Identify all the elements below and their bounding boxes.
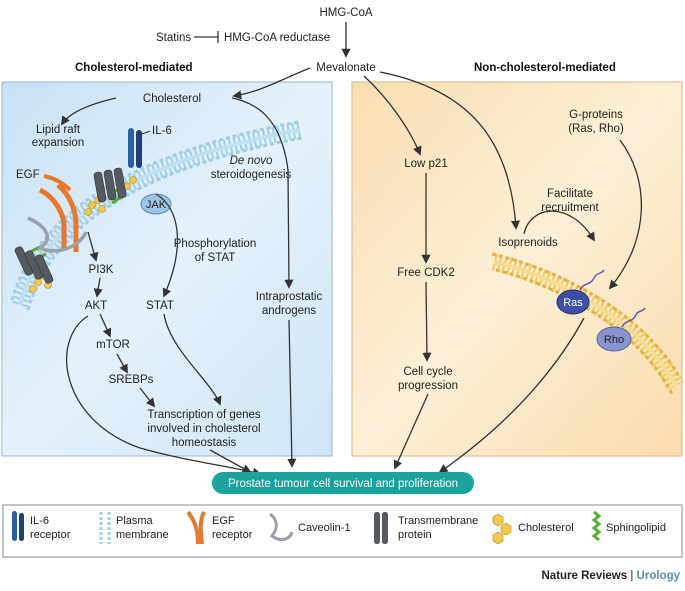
of-stat-label: of STAT	[195, 252, 235, 264]
credit-journal: Nature Reviews	[542, 570, 628, 582]
rho-label: Rho	[604, 334, 624, 346]
low-p21-node: Low p21	[404, 158, 447, 170]
left-panel-title: Cholesterol-mediated	[75, 62, 193, 74]
transmembrane-protein-left	[14, 246, 54, 284]
right-panel-title: Non-cholesterol-mediated	[474, 62, 616, 74]
legend-plasma-1: Plasma	[116, 515, 154, 527]
legend-il6-1: IL-6	[30, 515, 49, 527]
akt-node: AKT	[85, 300, 107, 312]
legend-cholesterol: Cholesterol	[518, 522, 574, 534]
transcription-line-3: homeostasis	[172, 437, 237, 449]
right-arrows	[363, 71, 642, 474]
caveolin-shape	[27, 216, 88, 253]
progression-label: progression	[398, 380, 458, 392]
legend-caveolin: Caveolin-1	[298, 522, 351, 534]
androgens-label: androgens	[262, 305, 317, 317]
steroidogenesis-label: steroidogenesis	[211, 169, 292, 181]
egf-label: EGF	[16, 169, 40, 181]
srebps-node: SREBPs	[109, 374, 154, 386]
rho-tail	[621, 307, 646, 328]
lipid-raft-label: Lipid raft	[36, 124, 81, 136]
lipid-raft-expansion-label: expansion	[32, 137, 84, 149]
legend-sphingolipid: Sphingolipid	[606, 522, 666, 534]
il6-label: IL-6	[152, 125, 172, 137]
legend-egf-1: EGF	[212, 515, 235, 527]
top-arrows	[194, 22, 351, 100]
il6-receptor	[128, 128, 151, 168]
legend-sphingolipid-icon	[591, 510, 602, 542]
transmembrane-protein-upper	[93, 167, 127, 203]
left-arrows	[60, 97, 297, 477]
outcome-box	[212, 472, 474, 494]
cholesterol-mediated-panel	[1, 81, 333, 457]
journal-credit: Nature Reviews | Urology	[542, 570, 681, 582]
ras-label: Ras	[563, 297, 583, 309]
g-proteins-label: G-proteins	[569, 109, 623, 121]
mevalonate-label: Mevalonate	[316, 62, 375, 74]
stat-node: STAT	[146, 300, 174, 312]
ras-tail	[579, 269, 605, 291]
legend-egf-receptor-icon	[186, 510, 206, 545]
outcome-label: Prostate tumour cell survival and prolif…	[228, 478, 458, 490]
isoprenoids-node: Isoprenoids	[498, 237, 558, 249]
legend-box	[2, 504, 683, 558]
cell-cycle-label: Cell cycle	[403, 366, 452, 378]
egf-receptor	[38, 174, 79, 252]
free-cdk2-node: Free CDK2	[397, 267, 455, 279]
right-plasma-membrane	[491, 252, 684, 395]
legend-plasma-2: membrane	[116, 529, 169, 541]
legend-caveolin-icon	[269, 512, 294, 541]
hmg-coa-reductase-label: HMG-CoA reductase	[224, 32, 330, 44]
credit-section: Urology	[637, 570, 681, 582]
legend-plasma-membrane-icon	[99, 512, 111, 544]
jak-label: JAK	[146, 199, 167, 211]
legend-cholesterol-icon	[492, 513, 512, 545]
phosphorylation-label: Phosphorylation	[174, 238, 256, 250]
mtor-node: mTOR	[96, 339, 130, 351]
rho-shape	[596, 326, 632, 352]
legend-egf-2: receptor	[212, 529, 253, 541]
ras-shape	[556, 289, 590, 315]
de-novo-label: De novo	[230, 155, 273, 167]
pi3k-node: PI3K	[89, 264, 114, 276]
legend-transmembrane-icon	[374, 512, 388, 544]
transcription-line-2: involved in cholesterol	[147, 423, 260, 435]
facilitate-label: Facilitate	[547, 188, 593, 200]
transcription-line-1: Transcription of genes	[147, 409, 261, 421]
hmg-coa-label: HMG-CoA	[319, 7, 372, 19]
legend-transmembrane-2: protein	[398, 529, 432, 541]
recruitment-label: recruitment	[541, 202, 599, 214]
legend-il6-receptor-icon	[12, 511, 24, 541]
credit-separator: |	[627, 570, 636, 582]
ras-rho-label: (Ras, Rho)	[568, 123, 624, 135]
legend-transmembrane-1: Transmembrane	[398, 515, 478, 527]
intraprostatic-label: Intraprostatic	[256, 291, 323, 303]
statins-label: Statins	[156, 32, 191, 44]
legend-il6-2: receptor	[30, 529, 71, 541]
cholesterol-node: Cholesterol	[143, 93, 201, 105]
